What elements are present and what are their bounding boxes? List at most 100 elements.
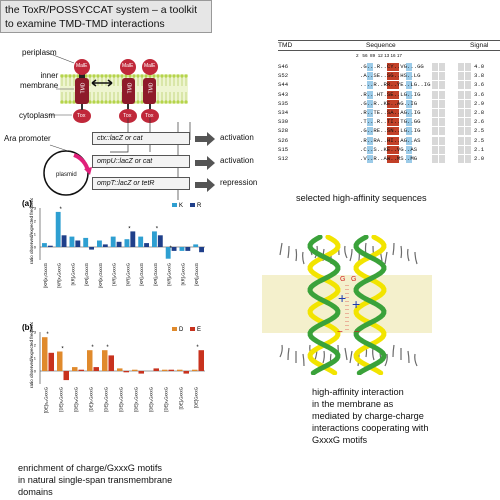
- bar-E-7: [153, 368, 159, 371]
- significance-mark: *: [46, 332, 49, 338]
- sequence-row: S12 .V..R..AW..MS..MG 2.0: [278, 155, 500, 163]
- legend-swatch-K: [172, 203, 177, 207]
- reporter-ctx: ctx::lacZ or cat: [92, 132, 190, 145]
- bar-E-8: [168, 369, 174, 371]
- x-tick-label: [DE]x₉GxxxG: [59, 387, 64, 412]
- bar-R-3: [89, 247, 94, 250]
- bar-R-6: [130, 231, 136, 247]
- outcome-ompt: repression: [220, 178, 258, 187]
- sequences-caption: selected high-affinity sequences: [296, 193, 427, 203]
- sequence-id: S46: [278, 63, 289, 70]
- legend-label-K: K: [179, 203, 183, 209]
- legend-label-E: E: [197, 327, 201, 333]
- page-title: the ToxR/POSSYCCAT system – a toolkit to…: [0, 0, 212, 33]
- x-tick-label: [KR]₁GxxxG: [70, 263, 75, 285]
- y-tick-label: 2: [34, 219, 37, 224]
- bar-D-4: [102, 350, 108, 371]
- sequence-text: .V..R..AW..MS..MG: [360, 155, 418, 162]
- panel-label: (b): [22, 323, 33, 332]
- bar-E-6: [138, 371, 144, 374]
- position-numbers: 2 56 89 12 13 16 17: [356, 53, 402, 58]
- legend-swatch-R: [190, 203, 195, 207]
- x-tick-label: [KR]x₃GxxxG: [43, 263, 48, 288]
- bar-R-10: [185, 247, 191, 251]
- x-tick-label: [DE]x₅GxxxG: [119, 387, 124, 412]
- x-tick-label: [KR]x₂GxxxG: [57, 263, 62, 288]
- x-tick-label: [DE]x₆GxxxG: [104, 387, 109, 412]
- bar-K-5: [110, 236, 116, 247]
- col-sequence: Sequence: [366, 42, 396, 49]
- plasmid-label: plasmid: [56, 172, 77, 178]
- male-label-right-2: MalE: [144, 63, 156, 69]
- chart-a: (a)ratio observed/expected frequency of …: [22, 198, 205, 288]
- x-tick-label: [KR]₂GxxxG: [112, 263, 117, 286]
- reporter-ompu: ompU::lacZ or cat: [92, 155, 190, 168]
- x-tick-label: [DE]x₁₀GxxxG: [44, 387, 49, 413]
- bar-K-7: [138, 236, 144, 247]
- bar-D-2: [72, 367, 78, 371]
- sequence-signal: 2.0: [474, 155, 485, 162]
- y-tick-label: 3: [34, 206, 37, 211]
- bar-E-5: [123, 371, 129, 373]
- legend-label-R: R: [197, 203, 202, 209]
- sequence-id: S43: [278, 90, 289, 98]
- significance-mark: *: [196, 345, 199, 351]
- sequence-signal: 2.5: [474, 127, 485, 135]
- bar-K-6: [124, 239, 130, 247]
- tmd-label-left: TMD: [80, 82, 87, 94]
- charge-minus-2: G: [351, 276, 356, 283]
- bar-E-0: [48, 352, 54, 371]
- sequence-text: .R...HT.SE..LG..IG: [360, 90, 421, 98]
- tox-label-left: Tox: [77, 113, 86, 119]
- sequence-id: S28: [278, 127, 289, 135]
- bar-K-2: [69, 236, 75, 247]
- tox-label-right-2: Tox: [145, 113, 154, 119]
- significance-mark: *: [91, 345, 94, 351]
- sequence-signal: 2.5: [474, 136, 485, 144]
- significance-mark: *: [59, 207, 62, 213]
- bar-K-0: [42, 243, 47, 247]
- bar-R-7: [144, 243, 149, 247]
- sequence-text: .G..R..KE..AG..IG: [360, 99, 418, 107]
- bar-K-3: [83, 237, 89, 247]
- inner-membrane-label: inner membrane: [20, 71, 59, 90]
- sequence-id: S12: [278, 155, 289, 162]
- chart-b: (b)ratio observed/expected frequency of …: [22, 322, 205, 413]
- membrane-slab: [262, 275, 432, 333]
- bar-K-9: [165, 247, 171, 259]
- bar-D-3: [87, 350, 93, 371]
- legend-swatch-E: [190, 327, 195, 331]
- sequence-text: .R..RA..HI..AG..AS: [360, 136, 421, 144]
- legend-label-D: D: [179, 327, 184, 333]
- tox-label-right-1: Tox: [123, 113, 132, 119]
- bar-E-9: [183, 371, 189, 374]
- y-tick-label: 2: [34, 343, 37, 348]
- bar-D-8: [162, 369, 168, 371]
- sequence-signal: 3.6: [474, 90, 485, 98]
- sequence-signal: 3.8: [474, 72, 485, 80]
- y-tick-label: 1: [34, 232, 37, 237]
- sequence-id: S44: [278, 81, 289, 89]
- y-tick-label: 0: [34, 245, 37, 250]
- sequence-signal: 2.6: [474, 118, 485, 126]
- significance-mark: *: [156, 226, 159, 232]
- bottom-right-caption: high-affinity interaction in the membran…: [312, 387, 429, 445]
- x-tick-label: [DE]x₄GxxxG: [134, 387, 139, 412]
- toxr-monomer-left: [73, 59, 91, 123]
- bar-R-9: [171, 247, 177, 251]
- sequence-row: S43 .R...HT.SE..LG..IG 3.6: [278, 90, 500, 99]
- sequence-signal: 2.9: [474, 99, 485, 107]
- y-tick-label: 0: [34, 369, 37, 374]
- charge-minus-1: G: [340, 276, 345, 283]
- bar-R-11: [199, 247, 204, 253]
- x-tick-label: [KR]₆GxxxG: [167, 263, 172, 286]
- reporter-ompt: ompT::lacZ or tetR: [92, 177, 190, 190]
